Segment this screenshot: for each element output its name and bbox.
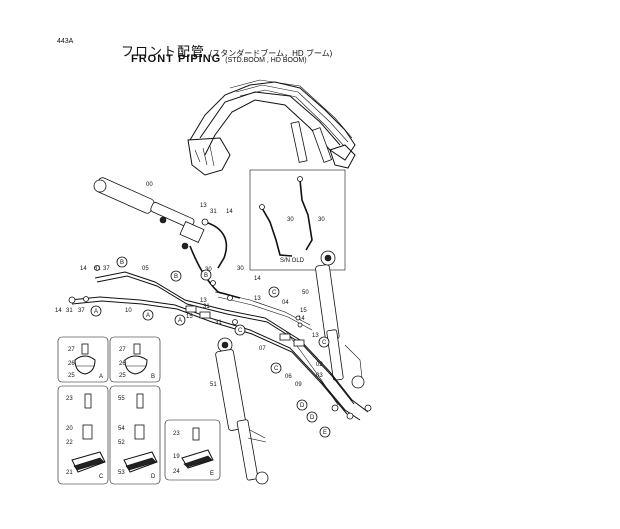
box-d-label-55: 55 — [118, 396, 125, 402]
excavator-front-overview — [187, 79, 356, 176]
label-p30b: 30 — [205, 267, 212, 273]
label-p05: 05 — [142, 266, 149, 272]
label-p03: 03 — [316, 373, 323, 379]
box-c-label-22: 22 — [66, 440, 73, 446]
label-p06: 06 — [285, 374, 292, 380]
box-c-label-23: 23 — [66, 396, 73, 402]
label-p31a: 31 — [210, 209, 217, 215]
box-d-label-52: 52 — [118, 440, 125, 446]
box-a-label-25: 25 — [68, 373, 75, 379]
label-p13c: 13 — [200, 298, 207, 304]
callout-D2: D — [310, 415, 315, 421]
box-c-label-21: 21 — [66, 470, 73, 476]
label-p14d: 14 — [55, 308, 62, 314]
callout-E1: E — [323, 430, 327, 436]
callout-D1: D — [300, 403, 305, 409]
callout-C4: C — [274, 366, 279, 372]
label-p50: 50 — [302, 290, 309, 296]
piping-runs — [69, 221, 369, 421]
label-p13b: 13 — [254, 296, 261, 302]
label-p14e: 14 — [298, 316, 305, 322]
label-p13a: 13 — [200, 203, 207, 209]
label-p02: 02 — [316, 362, 323, 368]
label-p14a: 14 — [226, 209, 233, 215]
box-a-label-26: 26 — [68, 361, 75, 367]
label-p15: 15 — [186, 314, 193, 320]
box-a-label-27: 27 — [68, 347, 75, 353]
label-p04: 04 — [282, 300, 289, 306]
label-p31c: 31 — [66, 308, 73, 314]
callout-A3: A — [178, 318, 182, 324]
callout-A1: A — [94, 309, 98, 315]
box-c-label-20: 20 — [66, 426, 73, 432]
arm-cylinder — [315, 250, 365, 389]
page-number: 443A — [57, 38, 74, 45]
label-p37a: 37 — [103, 266, 110, 272]
title-jp-sub: (スタンダードブーム，HD ブーム) — [209, 49, 333, 58]
box-a-tag: A — [99, 374, 103, 380]
callout-B2: B — [174, 274, 178, 280]
label-p09: 09 — [295, 382, 302, 388]
title-en-sub: (STD.BOOM , HD BOOM) — [225, 57, 307, 64]
box-e-label-23: 23 — [173, 431, 180, 437]
label-p10: 10 — [125, 308, 132, 314]
callout-B1: B — [120, 260, 124, 266]
inset-old-serial — [249, 169, 346, 271]
callout-B3: B — [204, 273, 208, 279]
label-p13d: 13 — [312, 333, 319, 339]
box-c-tag: C — [99, 474, 104, 480]
boom-cylinder — [93, 177, 205, 250]
label-p31b: 31 — [94, 266, 101, 272]
box-e-label-24: 24 — [173, 469, 180, 475]
callout-circles: B B B A A A C C C C D D E — [90, 256, 331, 438]
box-e-tag: E — [210, 471, 214, 477]
box-d-tag: D — [151, 474, 156, 480]
box-b-tag: B — [151, 374, 155, 380]
label-p37b: 37 — [78, 308, 85, 314]
title-english: FRONT PIPING (STD.BOOM , HD BOOM) — [131, 53, 307, 65]
callout-A2: A — [146, 313, 150, 319]
label-p15b: 15 — [300, 308, 307, 314]
label-p51: 51 — [210, 382, 217, 388]
label-p00: 00 — [146, 182, 153, 188]
box-b-label-26: 26 — [119, 361, 126, 367]
label-p14b: 14 — [254, 276, 261, 282]
label-p31d: 31 — [215, 320, 222, 326]
title-japanese: フロント配管 (スタンダードブーム，HD ブーム) — [121, 41, 332, 60]
part-labels: 00 13 31 14 30 14 31 37 14 05 30 30 30 5… — [55, 182, 325, 388]
box-b-label-27: 27 — [119, 347, 126, 353]
detail-box-c: 23 20 22 21 C — [57, 385, 109, 485]
callout-C2: C — [238, 328, 243, 334]
detail-box-b: 27 26 25 B — [109, 336, 161, 383]
label-p30i2: 30 — [318, 217, 325, 223]
box-e-label-19: 19 — [173, 454, 180, 460]
label-p14c: 14 — [80, 266, 87, 272]
title-jp-main: フロント配管 — [121, 44, 206, 59]
bucket-cylinder — [215, 337, 269, 485]
callout-C1: C — [272, 290, 277, 296]
box-d-label-53: 53 — [118, 470, 125, 476]
inset-label: S/N OLD — [280, 258, 305, 264]
title-en-main: FRONT PIPING — [131, 53, 222, 65]
detail-box-a: 27 26 25 A — [57, 336, 109, 383]
box-b-label-25: 25 — [119, 373, 126, 379]
detail-box-d: 55 54 52 53 D — [109, 385, 161, 485]
label-p07: 07 — [259, 346, 266, 352]
detail-box-e: 23 19 24 E — [164, 419, 221, 481]
callout-C3: C — [322, 340, 327, 346]
box-d-label-54: 54 — [118, 426, 125, 432]
label-p30: 30 — [237, 266, 244, 272]
label-p30i1: 30 — [287, 217, 294, 223]
label-p31e: 31 — [203, 304, 210, 310]
